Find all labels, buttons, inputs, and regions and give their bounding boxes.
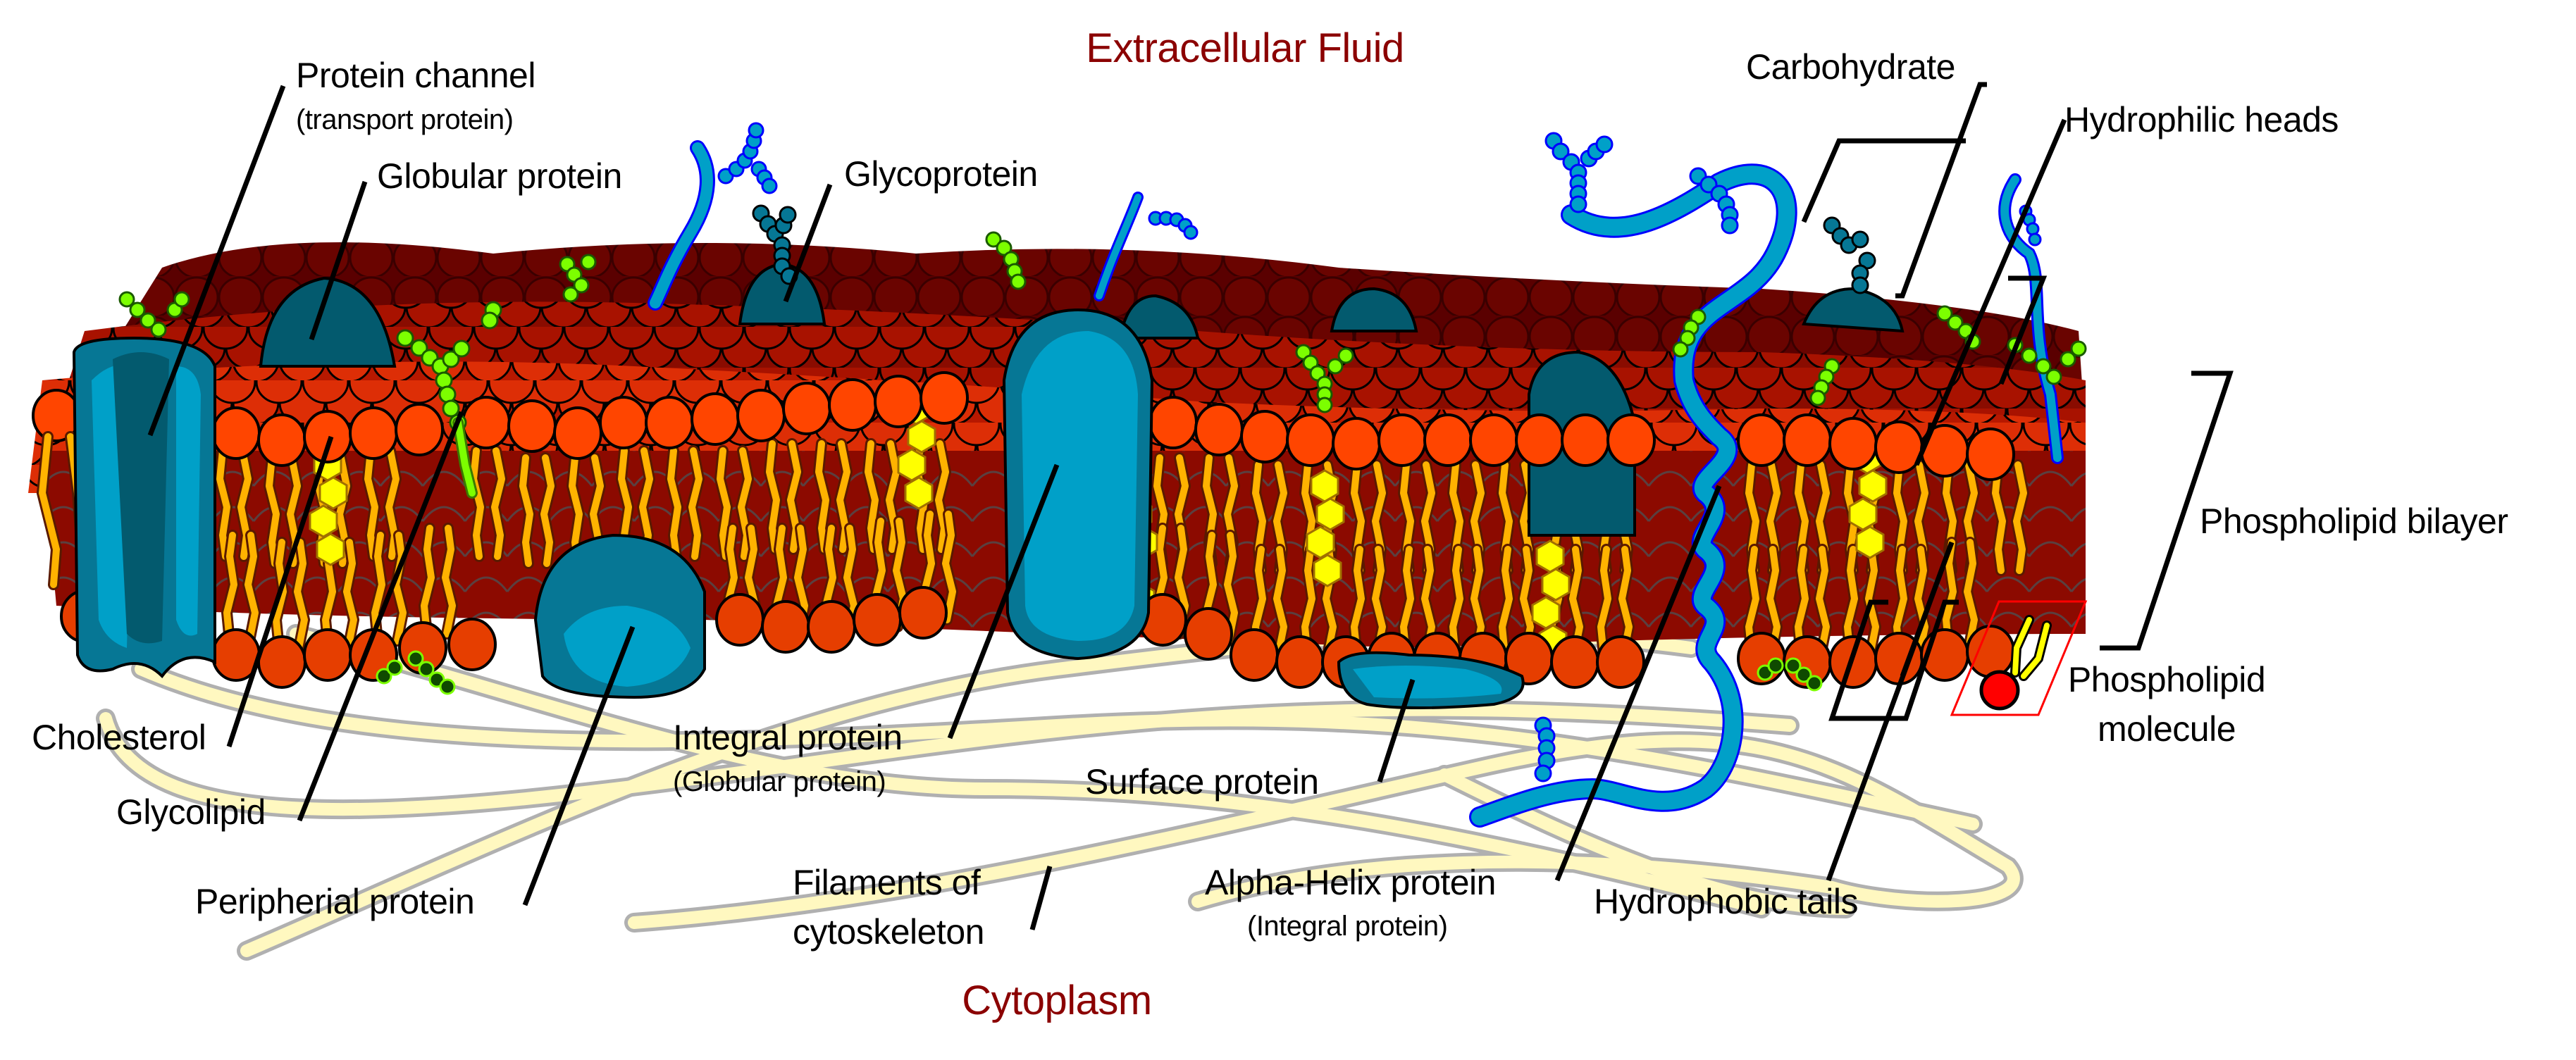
label-alpha-helix-protein: Alpha-Helix protein [1205, 863, 1496, 902]
glycoprotein-strand-right [1998, 173, 2064, 464]
protein-channel [72, 336, 216, 679]
label-protein-channel-sub: (transport protein) [296, 104, 514, 135]
label-protein-channel: Protein channel [296, 56, 535, 95]
label-glycolipid: Glycolipid [116, 792, 266, 832]
glycolipid-tail [452, 417, 478, 499]
carbohydrate-chains-green [118, 231, 2087, 432]
integral-protein [1002, 308, 1154, 661]
label-globular-protein: Globular protein [377, 156, 622, 196]
label-hydrophilic-heads: Hydrophilic heads [2064, 100, 2339, 139]
label-surface-protein: Surface protein [1085, 762, 1319, 802]
label-peripherial-protein: Peripherial protein [195, 882, 475, 921]
peripheral-protein [533, 533, 706, 699]
surface-protein [1337, 651, 1525, 709]
label-integral-protein-sub: (Globular protein) [673, 766, 886, 797]
phospholipid-molecule [1950, 600, 2088, 716]
carbohydrate-chains-blue [717, 122, 2042, 782]
region-label-extracellular: Extracellular Fluid [1086, 25, 1404, 71]
label-integral-protein: Integral protein [673, 718, 903, 757]
glycoprotein-strands [648, 140, 1144, 311]
label-glycoprotein: Glycoprotein [844, 154, 1038, 194]
label-phospholipid-bilayer: Phospholipid bilayer [2200, 501, 2508, 541]
label-phospholipid-molecule-line1: Phospholipid [2067, 660, 2266, 699]
carbohydrate-chains-teal [752, 204, 1876, 294]
label-filaments-line2: cytoskeleton [793, 912, 984, 952]
leader-lines [147, 82, 2234, 930]
label-phospholipid-molecule-line2: molecule [2097, 709, 2236, 749]
label-filaments-line1: Filaments of [793, 863, 981, 902]
label-hydrophobic-tails: Hydrophobic tails [1594, 882, 1859, 921]
carbohydrate-chains-dark [376, 650, 1823, 695]
region-label-cytoplasm: Cytoplasm [962, 978, 1152, 1023]
label-carbohydrate: Carbohydrate [1746, 47, 1955, 87]
alpha-helix-protein [1469, 163, 1797, 828]
label-alpha-helix-sub: (Integral protein) [1247, 911, 1448, 942]
label-cholesterol: Cholesterol [32, 718, 206, 757]
